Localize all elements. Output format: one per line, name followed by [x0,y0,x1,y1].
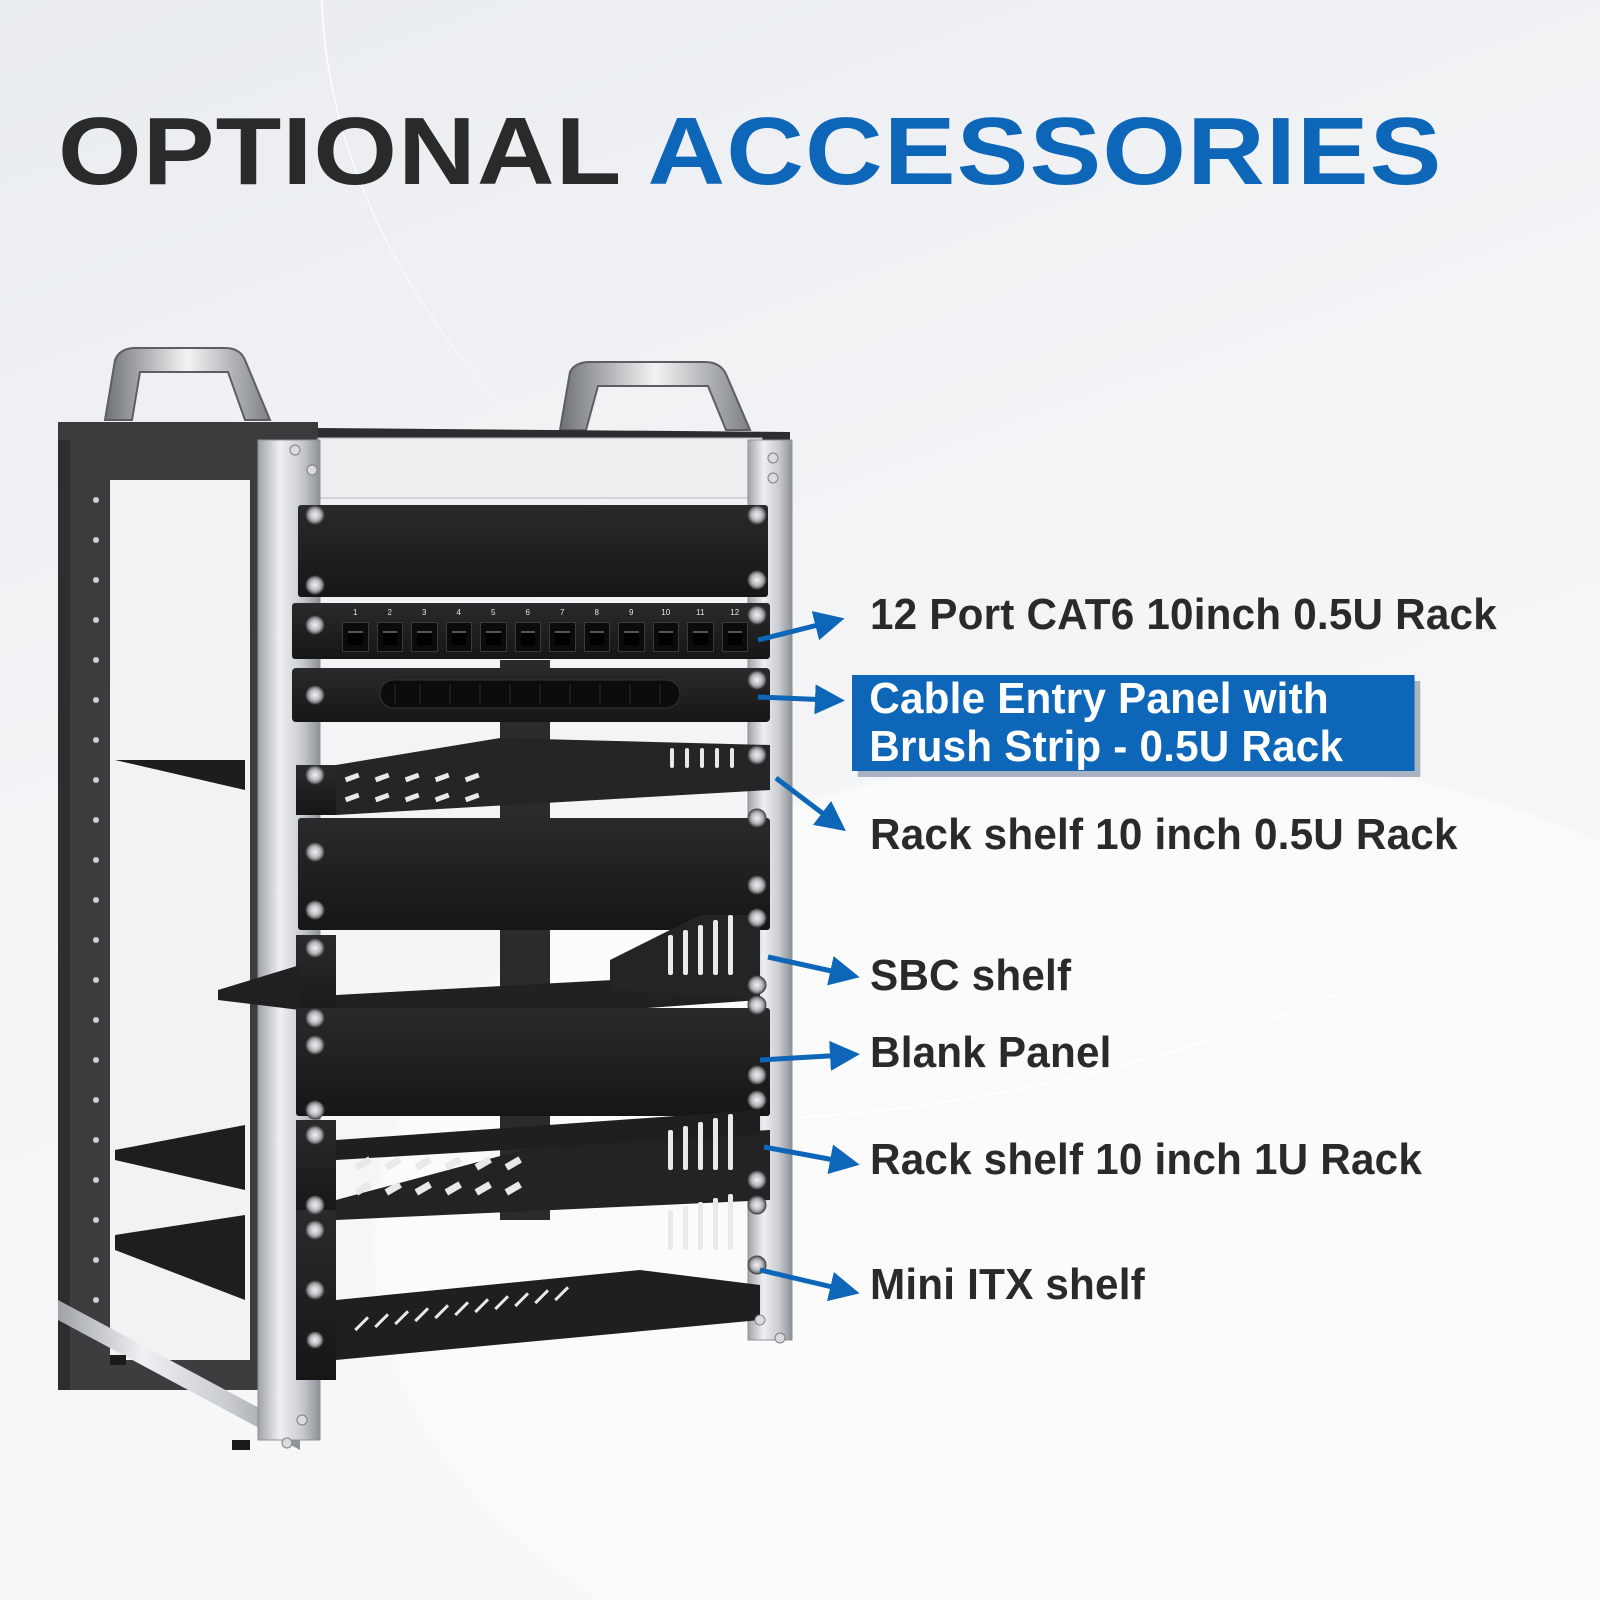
label-mini-itx-shelf: Mini ITX shelf [870,1260,1145,1309]
ethernet-jack-icon [480,622,507,652]
rj45-port: 1 [340,608,371,658]
ethernet-jack-icon [652,622,679,652]
ethernet-jack-icon [583,622,610,652]
rj45-port: 12 [720,608,751,658]
rj45-port: 4 [444,608,475,658]
port-number: 1 [353,608,358,617]
port-number: 10 [661,608,671,617]
label-blank-panel: Blank Panel [870,1028,1112,1077]
label-12-port-cat6: 12 Port CAT6 10inch 0.5U Rack [870,590,1497,639]
rj45-port: 7 [547,608,578,658]
label-cable-entry-line2: Brush Strip - 0.5U Rack [869,722,1344,771]
port-number: 11 [696,608,705,617]
port-number: 8 [594,608,599,617]
ethernet-jack-icon [342,622,369,652]
rack-shelf-mini-itx [296,1194,760,1380]
rj45-port: 11 [685,608,716,658]
ethernet-jack-icon [721,622,748,652]
rack-panel-blank-middle [298,818,770,930]
rj45-port: 3 [409,608,440,658]
rack-panel-brush-strip [292,668,770,722]
ethernet-jack-icon [376,622,403,652]
page-title: OPTIONAL ACCESSORIES [58,104,1443,200]
title-word-optional: OPTIONAL [58,98,621,205]
ethernet-jack-icon [618,622,645,652]
port-number: 5 [491,608,496,617]
ethernet-jack-icon [411,622,438,652]
port-number: 9 [629,608,634,617]
rj45-port: 8 [582,608,613,658]
ethernet-jack-icon [514,622,541,652]
server-rack-illustration [58,347,793,1450]
handle-left [103,347,272,421]
ethernet-jack-icon [687,622,714,652]
port-number: 3 [422,608,427,617]
rj45-port: 9 [616,608,647,658]
title-word-accessories: ACCESSORIES [647,98,1443,205]
rj45-port: 2 [375,608,406,658]
rack-shelf-05u [296,738,770,815]
label-rack-shelf-05u: Rack shelf 10 inch 0.5U Rack [870,810,1458,859]
rj45-port: 6 [513,608,544,658]
label-cable-entry-panel: Cable Entry Panel with Brush Strip - 0.5… [852,675,1415,771]
port-number: 12 [730,608,740,617]
ethernet-jack-icon [549,622,576,652]
label-rack-shelf-1u: Rack shelf 10 inch 1U Rack [870,1135,1423,1184]
port-number: 6 [525,608,530,617]
rack-panel-blank-top [298,505,768,597]
label-cable-entry-line1: Cable Entry Panel with [869,674,1329,723]
port-number: 4 [456,608,461,617]
port-number: 7 [560,608,565,617]
rack-panel-blank [296,1008,770,1116]
label-sbc-shelf: SBC shelf [870,951,1072,1000]
port-number: 2 [387,608,392,617]
rj45-port: 10 [651,608,682,658]
rj45-port: 5 [478,608,509,658]
handle-right [558,361,752,431]
ethernet-jack-icon [445,622,472,652]
